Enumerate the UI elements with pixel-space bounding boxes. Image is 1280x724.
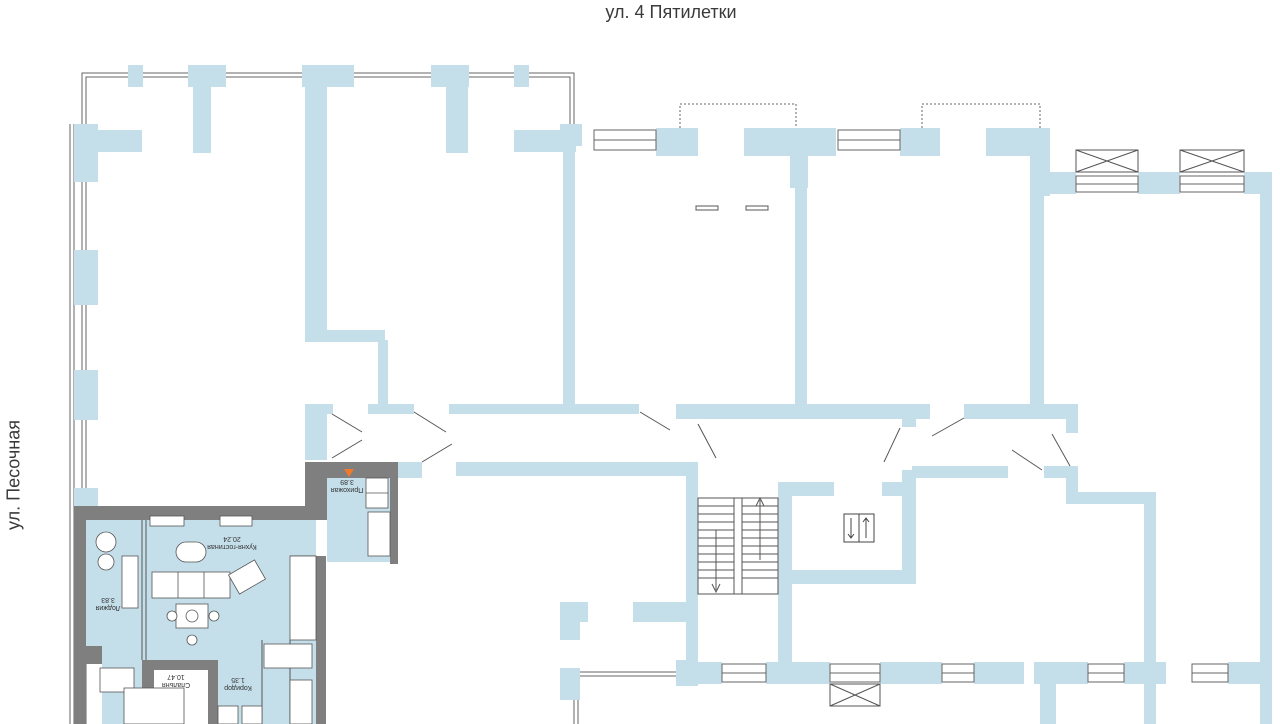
room-label-kitchen-living: Кухня-гостиная 20.24 [207,535,257,550]
windows [593,129,1245,683]
apartment-furniture [95,477,391,724]
room-area: 3.83 [101,596,115,603]
ventilation-grille-icon [829,149,1245,707]
room-area: 20.24 [223,535,241,542]
room-label-loggia: Лоджия 3.83 [95,596,120,611]
apartment-unit: Прихожая 3.89 Кухня-гостиная 20.24 Лоджи… [74,462,398,724]
room-name: Коридор [224,684,252,691]
entrance-arrow-icon [344,469,354,477]
building-walls [74,65,1272,724]
street-label-top: ул. 4 Пятилетки [605,2,737,22]
room-area: 3.89 [340,478,354,485]
room-name: Спальня [162,681,190,688]
room-area: 1.35 [231,676,245,683]
door-swings [331,411,1071,471]
room-label-hallway: Прихожая 3.89 [331,478,364,493]
room-label-bedroom: Спальня 10.47 [162,673,190,688]
room-label-corridor: Коридор 1.35 [224,676,252,691]
room-area: 10.47 [167,673,185,680]
room-name: Лоджия [95,604,120,611]
elevator-up-down-icon [843,513,875,543]
room-name: Прихожая [331,486,364,493]
wall-fixtures [695,205,769,211]
staircase [697,496,779,595]
room-name: Кухня-гостиная [207,543,257,550]
